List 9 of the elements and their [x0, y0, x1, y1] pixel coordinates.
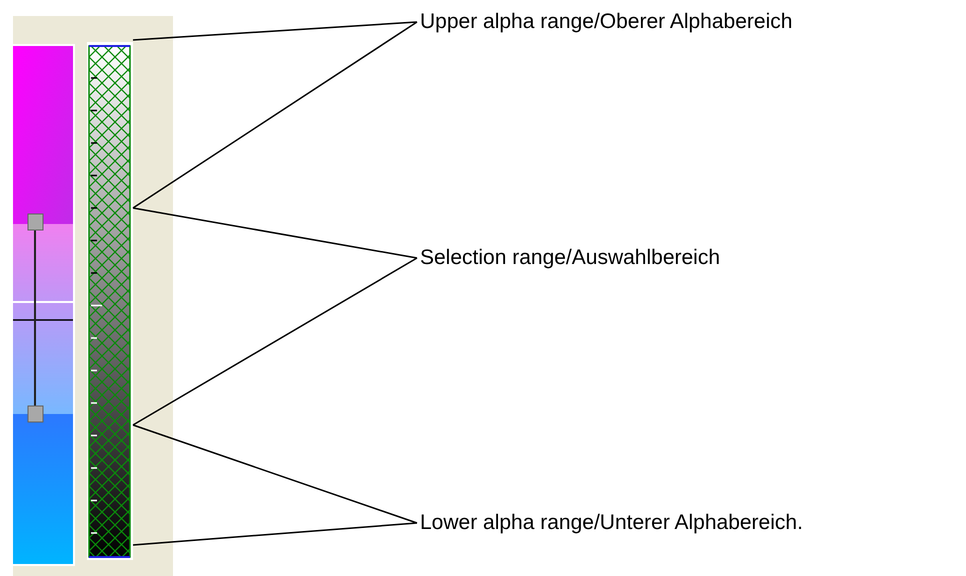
callout-label: Selection range/Auswahlbereich — [420, 245, 720, 271]
leader-line — [132, 522, 418, 546]
leader-line — [132, 424, 418, 524]
leader-line — [132, 21, 418, 41]
callout-label: Lower alpha range/Unterer Alphabereich. — [420, 510, 803, 536]
leader-line — [132, 21, 418, 209]
callout-label: Upper alpha range/Oberer Alphabereich — [420, 9, 792, 35]
leader-line — [132, 257, 418, 426]
leader-line — [132, 207, 418, 259]
